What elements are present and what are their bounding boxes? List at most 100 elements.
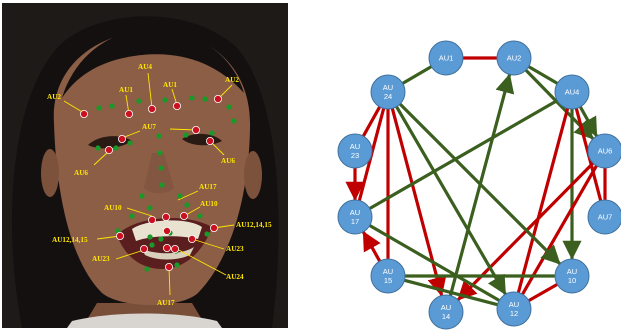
edge-au14-au2	[448, 73, 515, 298]
label-au17-bottom: AU17	[157, 299, 175, 307]
node-au24: AU24	[370, 74, 406, 110]
landmark-dot-green	[156, 133, 162, 139]
node-circle	[428, 294, 464, 330]
label-au12-right: AU12,14,15	[236, 221, 272, 229]
node-circle	[496, 40, 532, 76]
node-label: AU	[441, 303, 451, 312]
node-au7: AU7	[587, 199, 621, 235]
landmark-dot-red	[187, 234, 196, 243]
landmark-dot-red	[118, 134, 127, 143]
landmark-dot-red	[139, 244, 148, 253]
node-label: 15	[384, 276, 392, 285]
node-circle	[496, 291, 532, 327]
node-au2: AU2	[496, 40, 532, 76]
landmark-dot-green	[96, 105, 102, 111]
label-au1-left: AU1	[119, 86, 133, 94]
node-circle	[428, 40, 464, 76]
landmark-dot-red	[164, 262, 173, 271]
label-au2-right: AU2	[225, 76, 239, 84]
node-label: AU	[383, 267, 393, 276]
landmark-dot-green	[184, 202, 190, 208]
node-label: AU4	[565, 88, 580, 97]
landmark-dot-green	[209, 130, 215, 136]
node-label: AU	[509, 300, 519, 309]
landmark-dot-green	[204, 231, 210, 237]
landmark-dot-red	[179, 211, 188, 220]
landmark-dot-green	[226, 104, 232, 110]
edge-au15-au17	[362, 231, 382, 263]
node-label: AU	[383, 83, 393, 92]
node-circle	[370, 74, 406, 110]
landmark-dot-green	[159, 182, 165, 188]
landmark-dot-green	[113, 145, 119, 151]
landmark-dot-green	[127, 140, 133, 146]
node-au1: AU1	[428, 40, 464, 76]
landmark-dot-red	[170, 244, 179, 253]
landmark-dot-green	[144, 266, 150, 272]
left-ear	[41, 149, 59, 197]
node-au17: AU17	[337, 199, 373, 235]
shirt-collar	[67, 313, 222, 328]
node-label: AU7	[598, 213, 613, 222]
landmark-dot-red	[80, 110, 89, 119]
landmark-dot-green	[136, 98, 142, 104]
landmark-dot-green	[158, 236, 164, 242]
landmark-dot-green	[149, 242, 155, 248]
node-label: AU	[567, 267, 577, 276]
face-photo-panel: AU4 AU1 AU1 AU2 AU2 AU7 AU6 AU6 AU17 AU1…	[2, 3, 288, 328]
edge-au17-au12	[368, 223, 501, 302]
node-au4: AU4	[554, 74, 590, 110]
label-au6-left: AU6	[74, 169, 88, 177]
label-au23-left: AU23	[92, 255, 110, 263]
label-au17-top: AU17	[199, 183, 217, 191]
edge-au24-au1	[401, 65, 433, 86]
label-au1-right: AU1	[163, 81, 177, 89]
node-circle	[587, 199, 621, 235]
nose	[144, 153, 174, 194]
label-au7: AU7	[142, 123, 156, 131]
edge-au17-au4	[368, 99, 559, 211]
right-ear	[244, 151, 262, 199]
node-circle	[554, 258, 590, 294]
landmark-dot-green	[129, 213, 135, 219]
landmark-dot-green	[197, 213, 203, 219]
edge-layer	[345, 56, 607, 307]
landmark-dot-green	[202, 96, 208, 102]
label-au10-right: AU10	[200, 200, 218, 208]
label-au6-right: AU6	[221, 157, 235, 165]
node-label: AU	[350, 142, 360, 151]
node-au10: AU10	[554, 258, 590, 294]
edge-au24-au12	[394, 105, 507, 296]
node-circle	[587, 133, 621, 169]
node-label: 12	[510, 309, 518, 318]
landmark-dot-green	[139, 193, 145, 199]
landmark-dot-green	[189, 95, 195, 101]
label-au2-left: AU2	[47, 93, 61, 101]
landmark-dot-green	[147, 234, 153, 240]
landmark-dot-red	[105, 145, 114, 154]
landmark-dot-red	[125, 110, 134, 119]
edge-au4-au12	[517, 106, 570, 294]
landmark-dot-green	[95, 145, 101, 151]
node-circle	[554, 74, 590, 110]
label-au10-left: AU10	[104, 204, 122, 212]
edge-au4-au6	[578, 105, 598, 137]
landmark-dot-red	[191, 126, 200, 135]
node-label: AU1	[439, 54, 454, 63]
landmark-dot-red	[172, 102, 181, 111]
node-circle	[370, 258, 406, 294]
landmark-dot-green	[157, 150, 163, 156]
edge-au2-au4	[527, 64, 559, 85]
node-label: AU6	[598, 147, 613, 156]
landmark-dot-red	[147, 105, 156, 114]
landmark-dot-green	[231, 118, 237, 124]
edge-au6-au12	[521, 164, 599, 296]
landmark-dot-green	[174, 262, 180, 268]
node-au6: AU6	[587, 133, 621, 169]
node-label: 24	[384, 92, 392, 101]
node-circle	[337, 199, 373, 235]
